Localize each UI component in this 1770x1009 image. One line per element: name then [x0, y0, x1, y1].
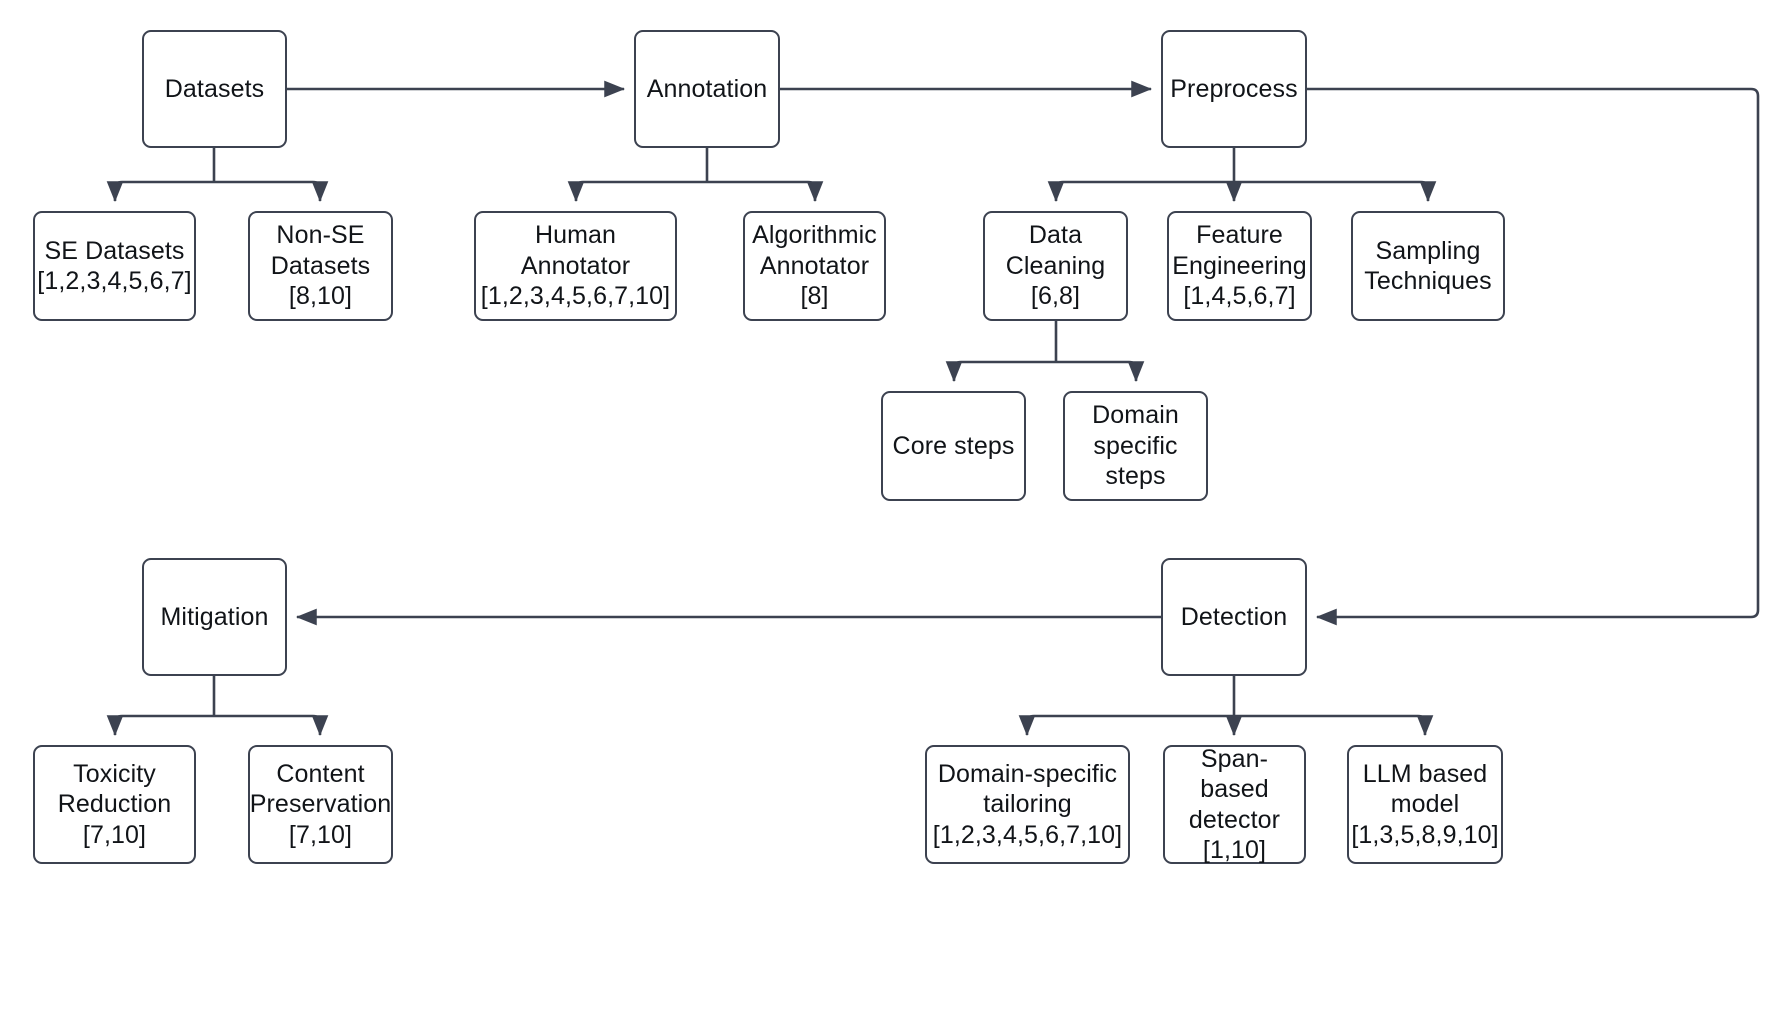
node-toxicity-reduction[interactable]: Toxicity Reduction [7,10] [33, 745, 196, 864]
node-domain-specific-steps[interactable]: Domain specific steps [1063, 391, 1208, 501]
edge-preprocess-to-cleaning [1047, 180, 1234, 203]
node-annotation-label: Annotation [646, 74, 768, 103]
node-feature-engineering[interactable]: Feature Engineering [1,4,5,6,7] [1167, 211, 1312, 321]
node-human-annotator[interactable]: Human Annotator [1,2,3,4,5,6,7,10] [474, 211, 677, 321]
edge-detection-to-tailoring [1018, 714, 1234, 737]
node-non-se-datasets-label: Non-SE Datasets [8,10] [270, 221, 371, 311]
edge-preprocess-to-sampling [1234, 180, 1437, 203]
node-data-cleaning-label: Data Cleaning [6,8] [1005, 221, 1106, 311]
node-non-se-datasets[interactable]: Non-SE Datasets [8,10] [248, 211, 393, 321]
node-domain-specific-steps-label: Domain specific steps [1092, 401, 1179, 491]
edge-cleaning-to-domain [1056, 360, 1145, 383]
node-data-cleaning[interactable]: Data Cleaning [6,8] [983, 211, 1128, 321]
node-datasets[interactable]: Datasets [142, 30, 287, 148]
node-content-preservation[interactable]: Content Preservation [7,10] [248, 745, 393, 864]
node-detection-label: Detection [1180, 602, 1288, 631]
node-mitigation[interactable]: Mitigation [142, 558, 287, 676]
node-span-based-detector-label: Span-based detector [1,10] [1188, 744, 1281, 865]
node-preprocess[interactable]: Preprocess [1161, 30, 1307, 148]
edge-annotation-to-human [567, 180, 707, 203]
node-detection[interactable]: Detection [1161, 558, 1307, 676]
node-sampling-techniques-label: Sampling Techniques [1364, 236, 1492, 296]
edge-datasets-to-non-se [214, 180, 329, 203]
node-core-steps-label: Core steps [892, 431, 1015, 460]
node-content-preservation-label: Content Preservation [7,10] [249, 759, 392, 849]
node-llm-based-model-label: LLM based model [1,3,5,8,9,10] [1351, 759, 1499, 849]
edge-cleaning-to-core [945, 360, 1056, 383]
node-mitigation-label: Mitigation [160, 602, 269, 631]
node-algorithmic-annotator[interactable]: Algorithmic Annotator [8] [743, 211, 886, 321]
node-feature-engineering-label: Feature Engineering [1,4,5,6,7] [1172, 221, 1307, 311]
edge-mitigation-to-content [214, 714, 329, 737]
node-datasets-label: Datasets [164, 74, 265, 103]
edge-annotation-to-algo [707, 180, 824, 203]
node-algorithmic-annotator-label: Algorithmic Annotator [8] [752, 221, 877, 311]
node-preprocess-label: Preprocess [1170, 74, 1298, 103]
edge-mitigation-to-toxicity [106, 714, 214, 737]
node-llm-based-model[interactable]: LLM based model [1,3,5,8,9,10] [1347, 745, 1503, 864]
node-human-annotator-label: Human Annotator [1,2,3,4,5,6,7,10] [480, 221, 671, 311]
node-se-datasets[interactable]: SE Datasets [1,2,3,4,5,6,7] [33, 211, 196, 321]
node-annotation[interactable]: Annotation [634, 30, 780, 148]
edge-preprocess-to-detection [1307, 87, 1760, 626]
node-core-steps[interactable]: Core steps [881, 391, 1026, 501]
node-domain-specific-tailoring[interactable]: Domain-specific tailoring [1,2,3,4,5,6,7… [925, 745, 1130, 864]
edge-detection-to-llm [1234, 714, 1434, 737]
node-se-datasets-label: SE Datasets [1,2,3,4,5,6,7] [37, 236, 192, 296]
edge-datasets-to-se [106, 180, 214, 203]
node-domain-specific-tailoring-label: Domain-specific tailoring [1,2,3,4,5,6,7… [932, 759, 1123, 849]
node-span-based-detector[interactable]: Span-based detector [1,10] [1163, 745, 1306, 864]
node-toxicity-reduction-label: Toxicity Reduction [7,10] [57, 759, 172, 849]
node-sampling-techniques[interactable]: Sampling Techniques [1351, 211, 1505, 321]
